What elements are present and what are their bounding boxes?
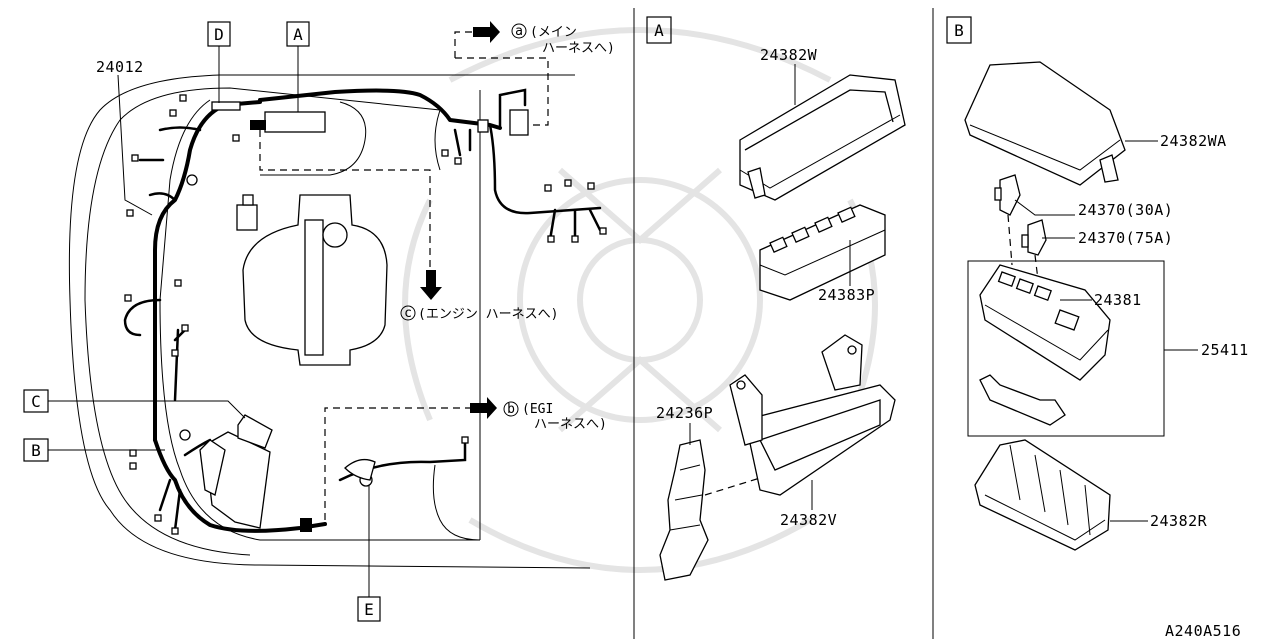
relay-holder-a <box>759 204 886 301</box>
fuse-75a-dash <box>1034 254 1039 281</box>
engine-block <box>236 194 388 366</box>
bracket-leader <box>704 477 761 496</box>
svg-text:c: c <box>404 306 412 321</box>
svg-text:(メイン: (メイン <box>530 25 577 40</box>
arrow-right-icon <box>473 21 500 43</box>
part-label-24381[interactable]: 24381 <box>1060 291 1142 309</box>
detail-a-tag[interactable]: A <box>646 16 672 44</box>
detail-b-tag[interactable]: B <box>946 16 972 44</box>
part-label-24012[interactable]: 24012 <box>96 58 153 216</box>
svg-text:ハーネスへ): ハーネスへ) <box>542 41 615 56</box>
svg-text:A: A <box>293 25 303 44</box>
svg-text:(エンジン ハーネスへ): (エンジン ハーネスへ) <box>418 307 558 322</box>
main-harness-leader <box>454 31 549 126</box>
svg-text:24382R: 24382R <box>1150 512 1208 530</box>
svg-text:(EGI: (EGI <box>522 402 553 417</box>
wiring-harness <box>123 88 607 535</box>
svg-text:24383P: 24383P <box>818 286 875 304</box>
engine-bay-outline <box>68 74 591 569</box>
callout-d[interactable]: D <box>207 21 231 103</box>
svg-text:B: B <box>954 21 964 40</box>
svg-text:24382W: 24382W <box>760 46 818 64</box>
svg-text:24382V: 24382V <box>780 511 837 529</box>
svg-text:24381: 24381 <box>1094 291 1142 309</box>
svg-text:a: a <box>515 24 523 39</box>
fuse-box-cover-a <box>739 74 906 201</box>
fuse-30a <box>994 174 1021 216</box>
part-label-24383p[interactable]: 24383P <box>818 240 875 304</box>
arrow-right-icon <box>470 397 497 419</box>
note-main-harness: a (メイン ハーネスへ) <box>511 23 615 56</box>
diagram-code: A240A516 <box>1165 622 1241 639</box>
svg-text:C: C <box>31 392 41 411</box>
engine-harness-leader <box>259 130 431 270</box>
fuse-30a-leader <box>1014 199 1075 216</box>
svg-text:24012: 24012 <box>96 58 144 76</box>
part-label-24382v[interactable]: 24382V <box>780 480 837 529</box>
part-label-24370-75a[interactable]: 24370(75A) <box>1078 229 1173 247</box>
note-egi-harness: b (EGI ハーネスへ) <box>503 401 607 432</box>
fuse-block-b <box>979 264 1111 426</box>
bracket-a <box>659 439 709 581</box>
assembly-frame-b <box>967 260 1165 437</box>
part-label-24382r[interactable]: 24382R <box>1110 512 1208 530</box>
svg-text:24382WA: 24382WA <box>1160 132 1227 150</box>
svg-text:ハーネスへ): ハーネスへ) <box>534 417 607 432</box>
fuse-75a <box>1021 219 1047 256</box>
callout-b[interactable]: B <box>23 438 165 462</box>
fuse-box-bottom-b <box>974 439 1111 551</box>
egi-harness-leader <box>324 407 470 520</box>
note-engine-harness: c (エンジン ハーネスへ) <box>400 305 558 322</box>
svg-text:25411: 25411 <box>1201 341 1249 359</box>
svg-text:24236P: 24236P <box>656 404 713 422</box>
svg-text:A: A <box>654 21 664 40</box>
fuse-30a-dash <box>1007 214 1013 266</box>
part-label-24382wa[interactable]: 24382WA <box>1125 132 1227 150</box>
watermark-emblem <box>402 27 878 573</box>
callout-c[interactable]: C <box>23 389 246 419</box>
part-label-24370-30a[interactable]: 24370(30A) <box>1078 201 1173 219</box>
part-label-24382w[interactable]: 24382W <box>760 46 818 105</box>
svg-text:E: E <box>364 600 374 619</box>
svg-text:24370(30A): 24370(30A) <box>1078 201 1173 219</box>
svg-text:B: B <box>31 441 41 460</box>
svg-text:24370(75A): 24370(75A) <box>1078 229 1173 247</box>
fuse-box-lower-a <box>729 334 896 496</box>
part-label-25411[interactable]: 25411 <box>1164 341 1249 359</box>
fuse-box-cover-b <box>964 61 1126 186</box>
svg-text:D: D <box>214 25 224 44</box>
arrow-down-icon <box>420 270 442 300</box>
callout-a[interactable]: A <box>286 21 310 112</box>
part-label-24236p[interactable]: 24236P <box>656 404 713 445</box>
callout-e[interactable]: E <box>357 485 381 622</box>
svg-text:b: b <box>507 402 515 417</box>
